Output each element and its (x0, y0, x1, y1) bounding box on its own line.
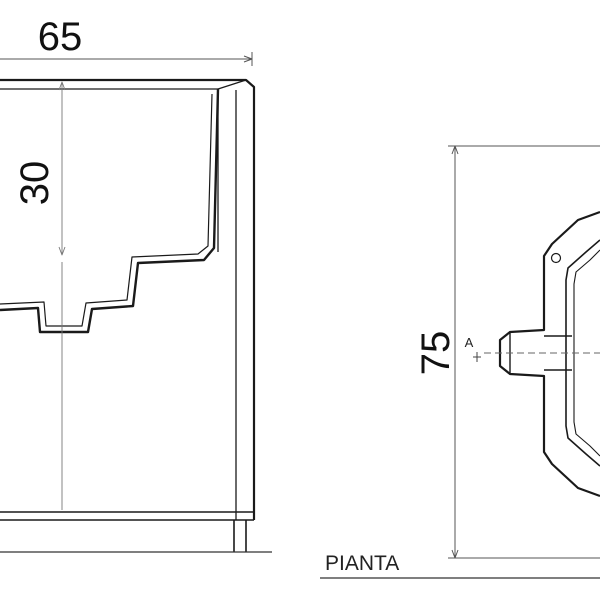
depth-dimension-line (58, 81, 66, 510)
cabinet-inner-edge (217, 79, 247, 520)
basin-profile (0, 88, 220, 334)
section-marker-label: A (465, 335, 474, 350)
width-dimension-line (0, 52, 253, 66)
length-dimension-line (448, 145, 600, 559)
cabinet-outline (0, 78, 256, 520)
cabinet-base (0, 511, 254, 552)
width-dimension-label: 65 (38, 15, 83, 59)
length-dimension-label: 75 (414, 331, 458, 376)
plan-view (448, 145, 600, 559)
side-section-view (0, 52, 272, 553)
section-marker-arrow-icon (473, 352, 481, 362)
drain-hole-icon (550, 252, 562, 264)
basin-profile-inner (0, 93, 213, 327)
depth-dimension-label: 30 (13, 161, 57, 206)
plan-label: PIANTA (325, 552, 399, 575)
